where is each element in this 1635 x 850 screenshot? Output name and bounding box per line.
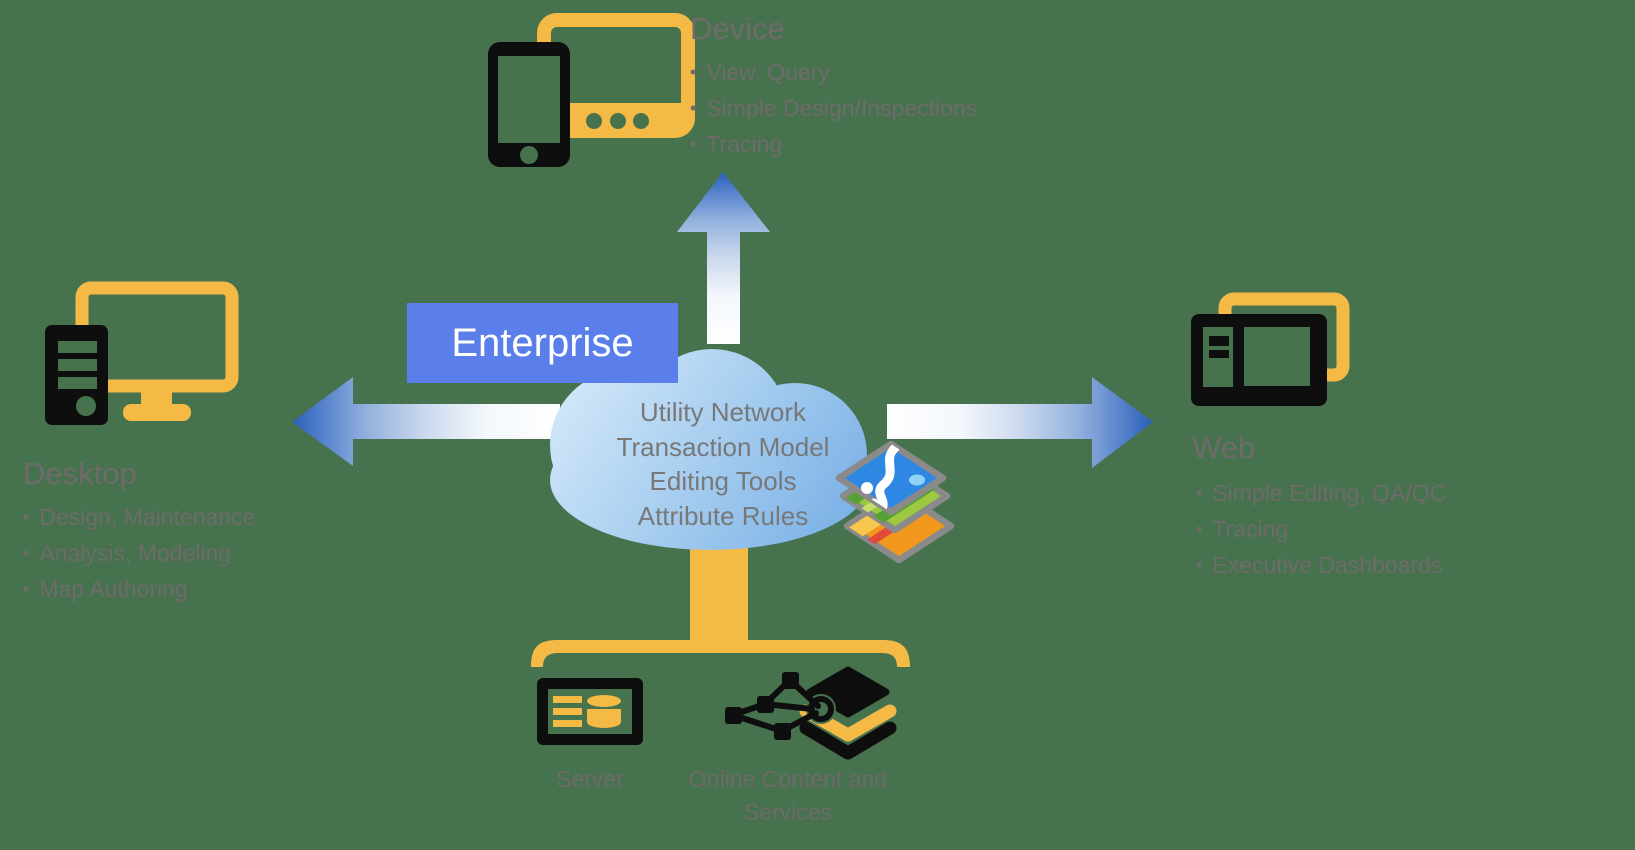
list-item: View, Query <box>690 55 977 91</box>
list-item: Analysis, Modeling <box>23 536 255 572</box>
browser-menu-lines <box>1209 336 1229 358</box>
tower-body <box>45 325 108 425</box>
list-item: Design, Maintenance <box>23 500 255 536</box>
list-item: Simple Design/Inspections <box>690 91 977 127</box>
phone-home-button <box>520 146 538 164</box>
cloud-line: Transaction Model <box>616 431 830 462</box>
web-title: Web <box>1192 430 1256 465</box>
online-content-label: Online Content and Services <box>672 763 904 829</box>
list-item: Executive Dashboards <box>1196 548 1446 584</box>
phone-and-tablet-icon <box>488 13 695 167</box>
network-nodes <box>725 672 799 740</box>
map-layer-top <box>835 440 947 516</box>
cloud-trunk <box>690 545 748 642</box>
device-title: Device <box>690 11 785 46</box>
monitor-stand-neck <box>141 392 172 406</box>
cloud-shape <box>550 349 870 550</box>
browser-main-panel <box>1244 327 1310 386</box>
desktop-computer-icon <box>45 281 239 425</box>
database-server-icon <box>537 678 643 745</box>
layer-bottom-chevron <box>799 721 897 760</box>
tower-power-button <box>76 396 96 416</box>
ring-node <box>808 696 834 722</box>
cloud-line: Attribute Rules <box>637 500 809 531</box>
monitor-stand-base <box>123 404 191 421</box>
network-and-layers-icon <box>725 666 897 760</box>
list-item: Simple Editing, QA/QC <box>1196 476 1446 512</box>
cloud-text: Utility Network Transaction Model Editin… <box>558 395 888 533</box>
database-cylinder <box>587 695 621 728</box>
desktop-title: Desktop <box>23 456 137 491</box>
list-item: Tracing <box>690 127 977 163</box>
up-arrow <box>677 172 770 344</box>
cloud-line: Utility Network <box>639 397 807 427</box>
tablet-dots <box>586 113 649 129</box>
map-layers-icon <box>835 440 955 564</box>
web-bullets: Simple Editing, QA/QC Tracing Executive … <box>1196 476 1446 584</box>
browser-window-icon <box>1191 292 1350 406</box>
list-item: Map Authoring <box>23 572 255 608</box>
enterprise-label-box: Enterprise <box>407 303 678 383</box>
phone-screen <box>498 56 560 143</box>
server-lines <box>553 696 582 727</box>
list-item: Tracing <box>1196 512 1446 548</box>
enterprise-label: Enterprise <box>451 320 634 365</box>
desktop-bullets: Design, Maintenance Analysis, Modeling M… <box>23 500 255 608</box>
server-bracket <box>531 640 910 667</box>
cloud-line: Editing Tools <box>649 466 797 496</box>
tower-slots <box>58 341 97 389</box>
device-bullets: View, Query Simple Design/Inspections Tr… <box>690 55 977 163</box>
left-arrow <box>292 377 560 466</box>
online-content-label-line2: Services <box>743 799 833 825</box>
server-label: Server <box>556 766 624 792</box>
online-content-label-line1: Online Content and <box>688 766 888 792</box>
right-arrow <box>887 377 1153 468</box>
